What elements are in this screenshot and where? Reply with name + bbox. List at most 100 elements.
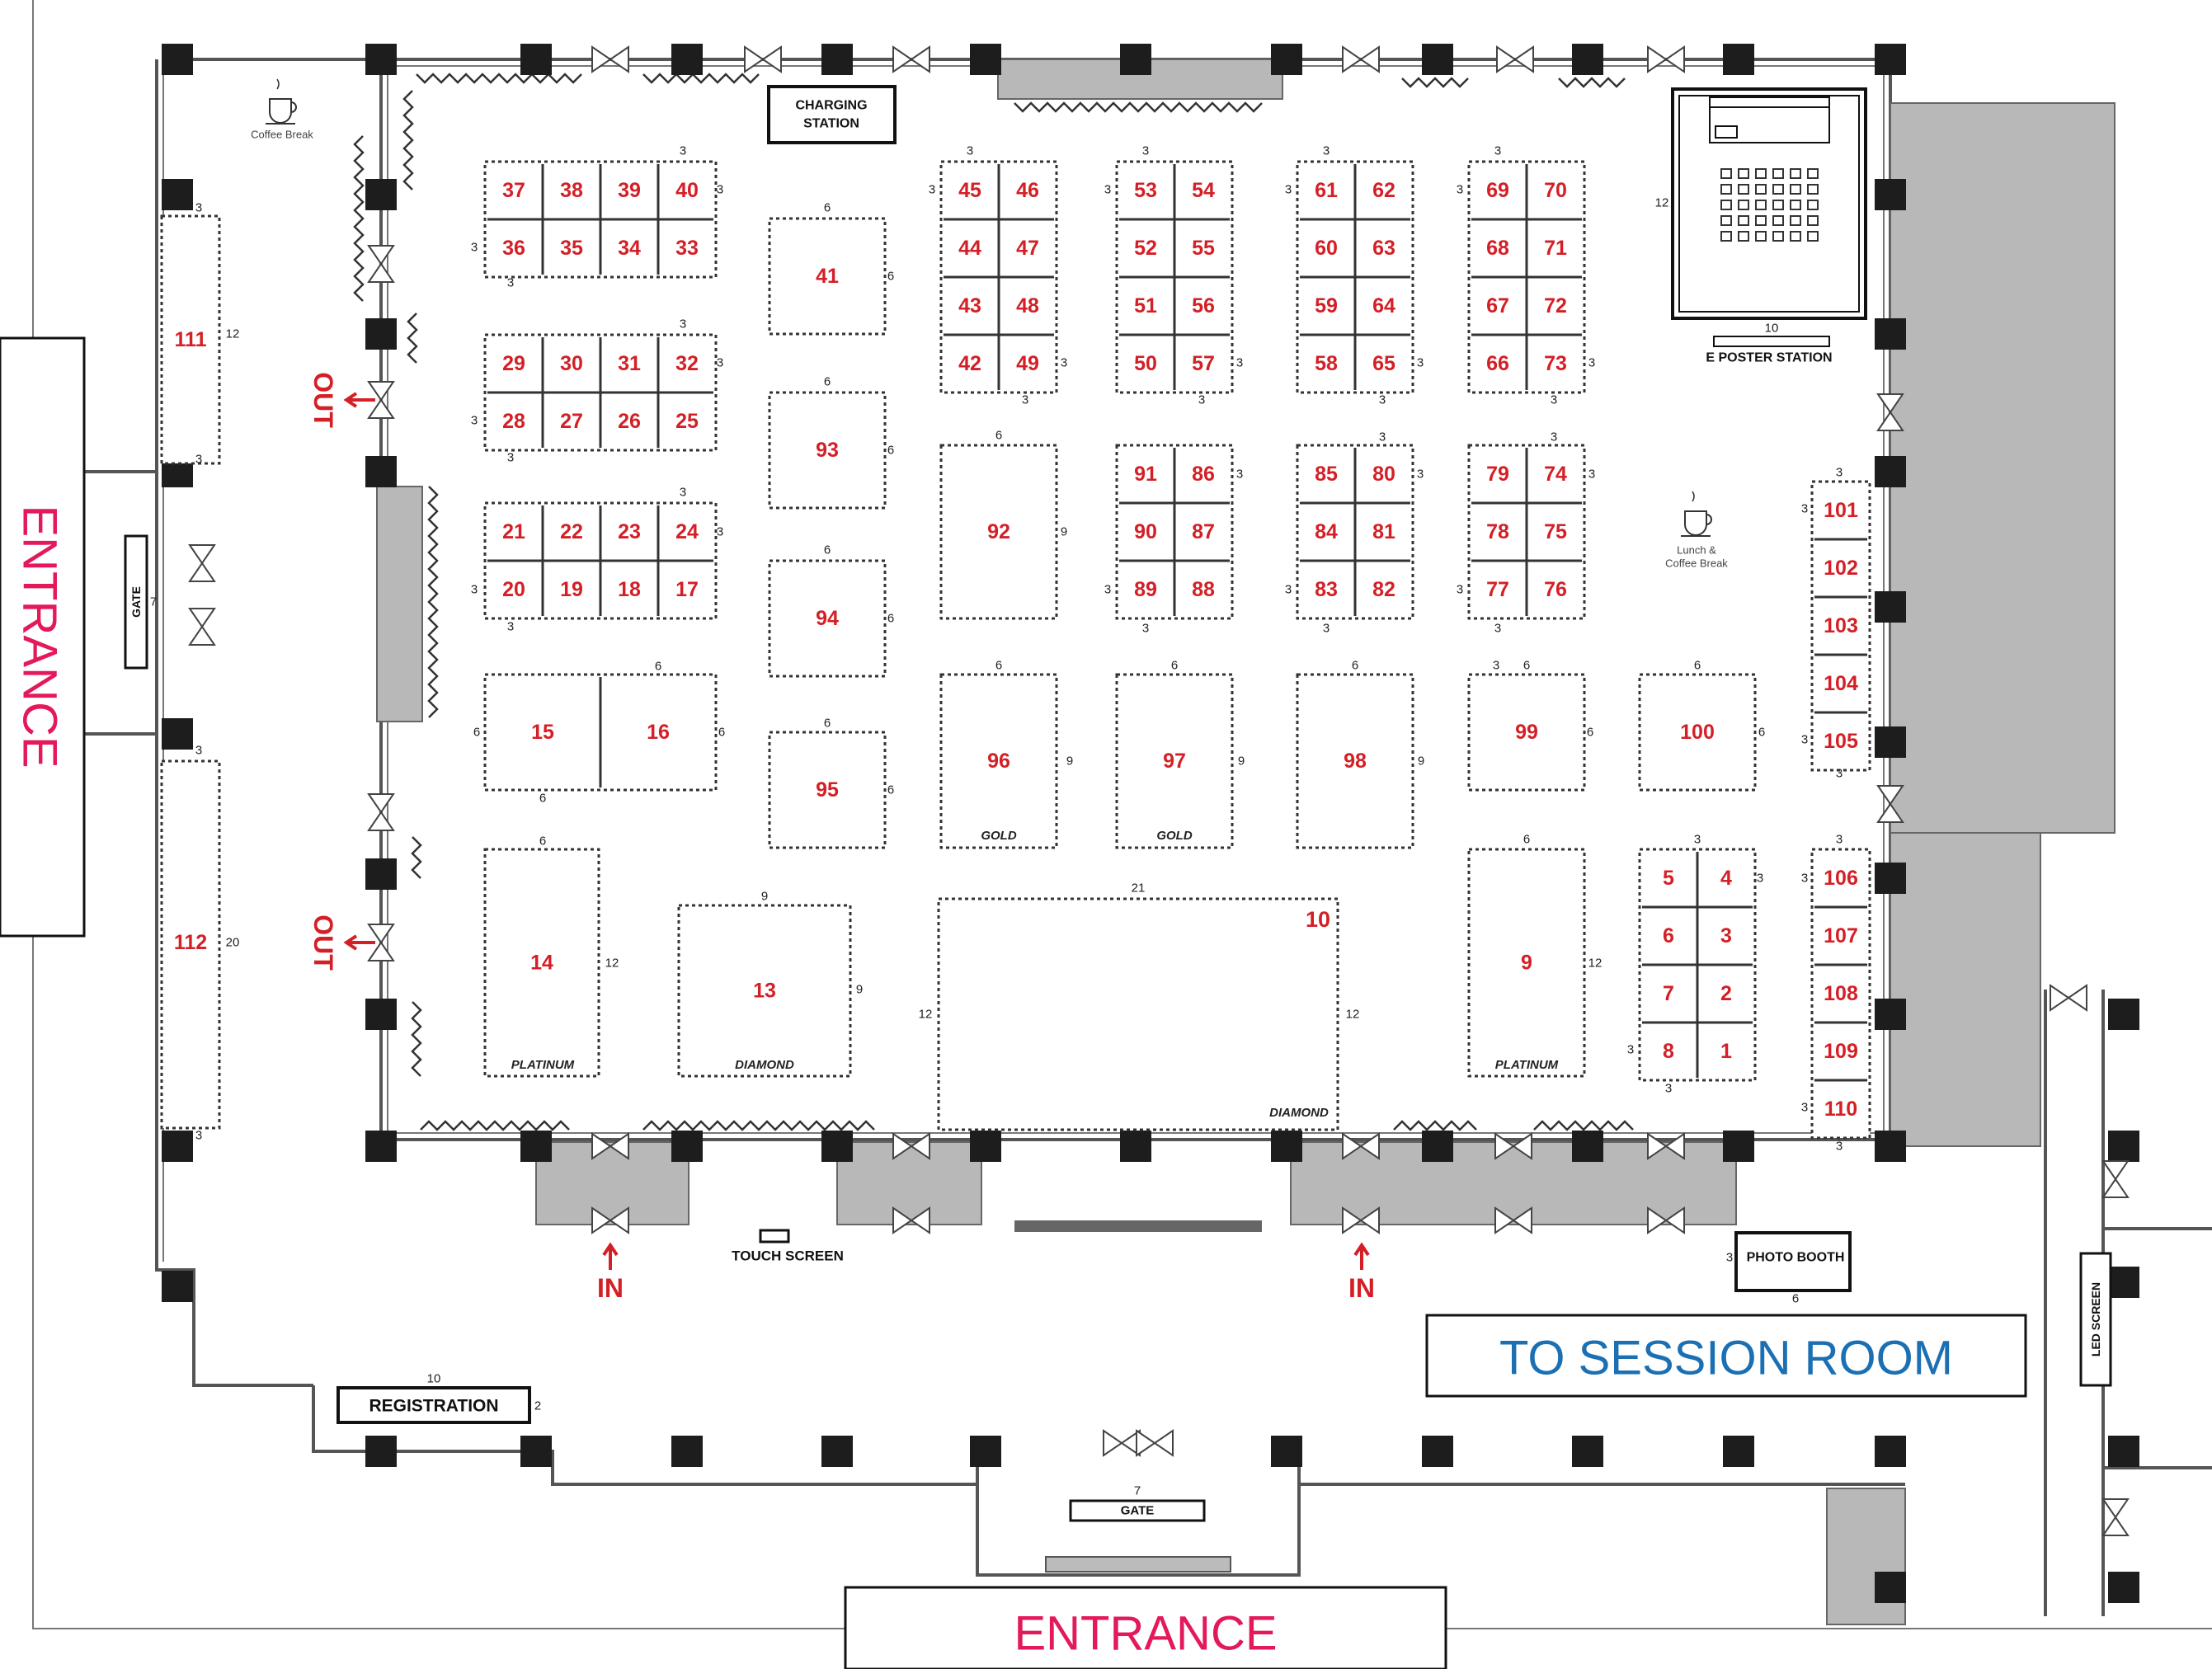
pillar [162,1131,193,1162]
dimension-9: 9 [761,890,768,904]
door[interactable] [1342,1132,1380,1160]
door[interactable] [188,608,216,646]
door[interactable] [367,793,395,831]
door[interactable] [2101,1160,2130,1198]
door[interactable] [892,45,930,73]
booth-66-label: 66 [1486,352,1509,375]
booth-112[interactable]: 112 [160,759,221,1130]
dimension-3: 3 [507,620,514,634]
door[interactable] [1342,45,1380,73]
door[interactable] [1876,393,1904,431]
door[interactable] [367,245,395,283]
door[interactable] [1647,1132,1685,1160]
door[interactable] [1494,1206,1532,1234]
booth-99[interactable]: 99 [1467,673,1586,792]
booth-92[interactable]: 92 [939,444,1058,620]
door[interactable] [892,1132,930,1160]
poster-seat [1807,231,1819,242]
booth-47-label: 47 [1016,237,1039,260]
booth-30-label: 30 [560,352,583,375]
booth-102-label: 102 [1824,557,1858,580]
dimension-3: 3 [1588,356,1595,370]
door[interactable] [744,45,782,73]
pillar [2108,1267,2139,1298]
booth-1-label: 1 [1720,1040,1732,1063]
booth-15-label: 15 [531,721,554,744]
booth-94[interactable]: 94 [768,559,887,678]
dimension-3: 3 [1022,393,1028,407]
booth-54-label: 54 [1192,179,1215,202]
poster-seat [1790,184,1801,195]
door[interactable] [188,544,216,582]
booth-63-label: 63 [1372,237,1395,260]
dimension-3: 3 [1836,1140,1843,1154]
dimension-6: 6 [887,270,894,284]
door[interactable] [1494,1132,1532,1160]
charging-station-line1: CHARGING [795,99,867,113]
door[interactable] [2101,1498,2130,1536]
booth-97[interactable]: 97 [1115,673,1234,849]
booth-95[interactable]: 95 [768,731,887,849]
door[interactable] [1496,45,1534,73]
booth-41[interactable]: 41 [768,217,887,336]
booth-14[interactable]: 14 [483,848,600,1078]
booth-62-label: 62 [1372,179,1395,202]
door[interactable] [892,1206,930,1234]
door[interactable] [1342,1206,1380,1234]
registration-label: REGISTRATION [369,1397,498,1416]
booth-45-label: 45 [958,179,981,202]
booth-93[interactable]: 93 [768,391,887,510]
booth-100[interactable]: 100 [1638,673,1757,792]
pillar [365,999,397,1030]
booth-80-label: 80 [1372,463,1395,486]
poster-seat [1720,215,1732,226]
booth-50-label: 50 [1134,352,1157,375]
door[interactable] [591,1206,629,1234]
dimension-6: 6 [718,726,725,740]
booth-40-label: 40 [675,179,699,202]
booth-7-label: 7 [1663,982,1674,1005]
pillar [365,456,397,487]
door[interactable] [1103,1429,1141,1457]
gate-bottom-label: GATE [1121,1504,1155,1518]
poster-seat [1772,184,1784,195]
dimension-3: 3 [471,583,478,597]
dimension-3: 3 [680,317,686,331]
dimension-3: 3 [967,144,973,158]
poster-seat [1755,215,1767,226]
door[interactable] [1876,785,1904,823]
lunch-coffee-line2: Coffee Break [1665,557,1728,570]
pillar [1723,1436,1754,1467]
door[interactable] [367,381,395,419]
dimension-3: 3 [1551,393,1557,407]
door[interactable] [367,924,395,961]
booth-outline [939,673,1058,849]
out-label-lower: OUT [308,914,338,971]
dimension-3: 3 [1285,183,1292,197]
booth-96[interactable]: 96 [939,673,1058,849]
dimension-3: 3 [1801,502,1808,516]
booth-9[interactable]: 9 [1467,848,1586,1078]
booth-111[interactable]: 111 [160,214,221,465]
door[interactable] [1647,1206,1685,1234]
booth-10[interactable]: 10 [937,897,1339,1131]
pillar [821,44,853,75]
booth-98[interactable]: 98 [1296,673,1414,849]
door[interactable] [2050,984,2087,1012]
booth-58-label: 58 [1315,352,1338,375]
poster-seat [1738,200,1749,210]
e-poster-station-label: E POSTER STATION [1706,351,1832,365]
out-arrow-upper [343,392,375,408]
dimension-3: 3 [1665,1082,1672,1096]
dimension-3: 3 [1588,468,1595,482]
door[interactable] [591,1132,629,1160]
booth-21-label: 21 [502,520,525,543]
door[interactable] [1136,1429,1174,1457]
dimension-3: 3 [929,183,935,197]
booth-13[interactable]: 13 [677,904,852,1078]
door[interactable] [1647,45,1685,73]
booth-79-label: 79 [1486,463,1509,486]
door[interactable] [591,45,629,73]
dimension-3: 3 [471,241,478,255]
